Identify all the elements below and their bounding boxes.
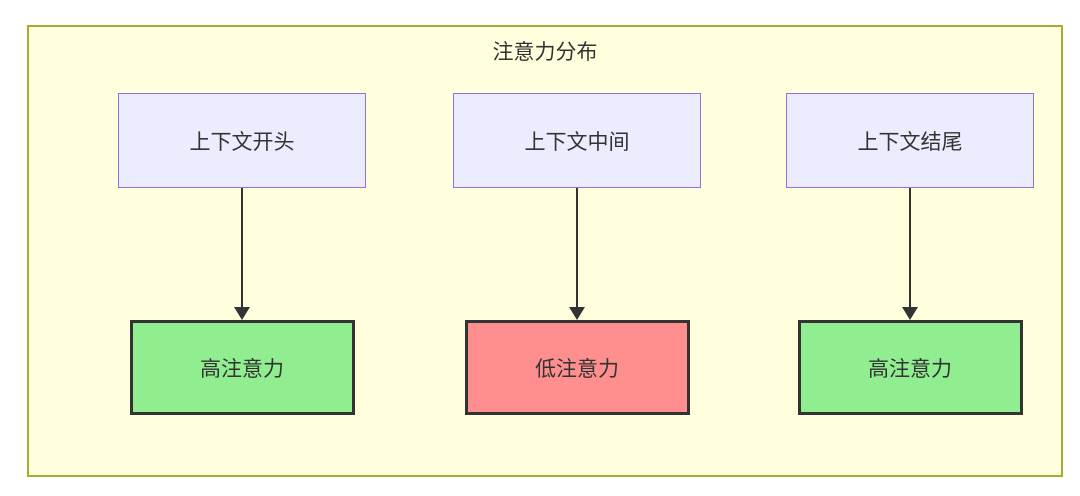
- attention-high-node: 高注意力: [797, 320, 1023, 415]
- arrow-head: [902, 307, 918, 320]
- diagram-canvas: 注意力分布 上下文开头 高注意力 上下文中间 低注意力 上下文结尾 高注意力: [27, 25, 1063, 477]
- context-middle-node: 上下文中间: [453, 93, 701, 188]
- arrow-down-icon: [234, 188, 250, 320]
- diagram-title: 注意力分布: [492, 41, 598, 64]
- column-context-end: 上下文结尾 高注意力: [780, 93, 1040, 415]
- arrow-shaft: [576, 188, 578, 307]
- column-context-start: 上下文开头 高注意力: [112, 93, 372, 415]
- arrow-down-icon: [569, 188, 585, 320]
- arrow-head: [569, 307, 585, 320]
- arrow-down-icon: [902, 188, 918, 320]
- arrow-head: [234, 307, 250, 320]
- attention-high-node: 高注意力: [129, 320, 355, 415]
- arrow-shaft: [241, 188, 243, 307]
- column-context-middle: 上下文中间 低注意力: [447, 93, 707, 415]
- context-start-node: 上下文开头: [118, 93, 366, 188]
- context-end-node: 上下文结尾: [786, 93, 1034, 188]
- arrow-shaft: [909, 188, 911, 307]
- attention-low-node: 低注意力: [464, 320, 690, 415]
